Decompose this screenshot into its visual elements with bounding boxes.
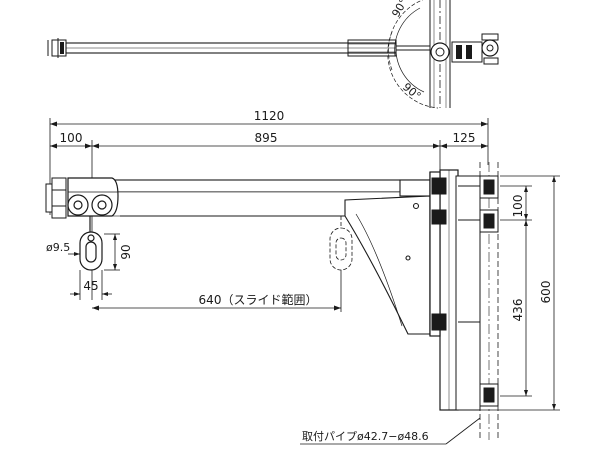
- dim-hook-width: 45: [83, 279, 98, 293]
- swing-arc: [388, 0, 424, 71]
- arm-upper-rail: [91, 179, 441, 193]
- pipe-callout-leader: [300, 417, 481, 445]
- right-dimensions: [458, 175, 560, 411]
- clamp-top: [431, 175, 499, 199]
- clamp-lower: [431, 313, 480, 331]
- dim-clamp-pitch: 100: [511, 195, 525, 218]
- clamp-plate: [429, 169, 481, 411]
- clamp-middle: [431, 209, 499, 233]
- dim-hole-diameter: ø9.5: [46, 241, 70, 254]
- pipe-callout-label: 取付パイプø42.7−ø48.6: [302, 430, 429, 443]
- dim-slide-range: 640（スライド範囲）: [199, 292, 318, 307]
- clamp-knob: [481, 39, 499, 57]
- dim-arm-length: 895: [255, 131, 278, 145]
- hanger-hook: [79, 216, 103, 271]
- arm-end-cap-front: [45, 177, 67, 219]
- dim-clamp-span: 436: [511, 299, 525, 322]
- dim-hook-height: 90: [119, 244, 133, 259]
- dim-overall-length: 1120: [254, 109, 285, 123]
- phantom-hook: [329, 216, 353, 271]
- trolley: [67, 177, 119, 217]
- dim-bracket-depth: 125: [453, 131, 476, 145]
- clamp-bottom: [479, 383, 499, 407]
- angle-label-lower: 90°: [400, 80, 423, 102]
- dim-total-height: 600: [539, 281, 553, 304]
- slide-dimension: [92, 270, 342, 312]
- top-view: [47, 0, 499, 109]
- arm-end-cap: [51, 39, 67, 57]
- pipe-clamps: [431, 175, 499, 407]
- dim-left-offset: 100: [60, 131, 83, 145]
- clamp-body: [451, 41, 483, 63]
- pivot-circle: [430, 42, 450, 62]
- hook-dimensions: [68, 233, 120, 300]
- slider-block: [347, 39, 397, 57]
